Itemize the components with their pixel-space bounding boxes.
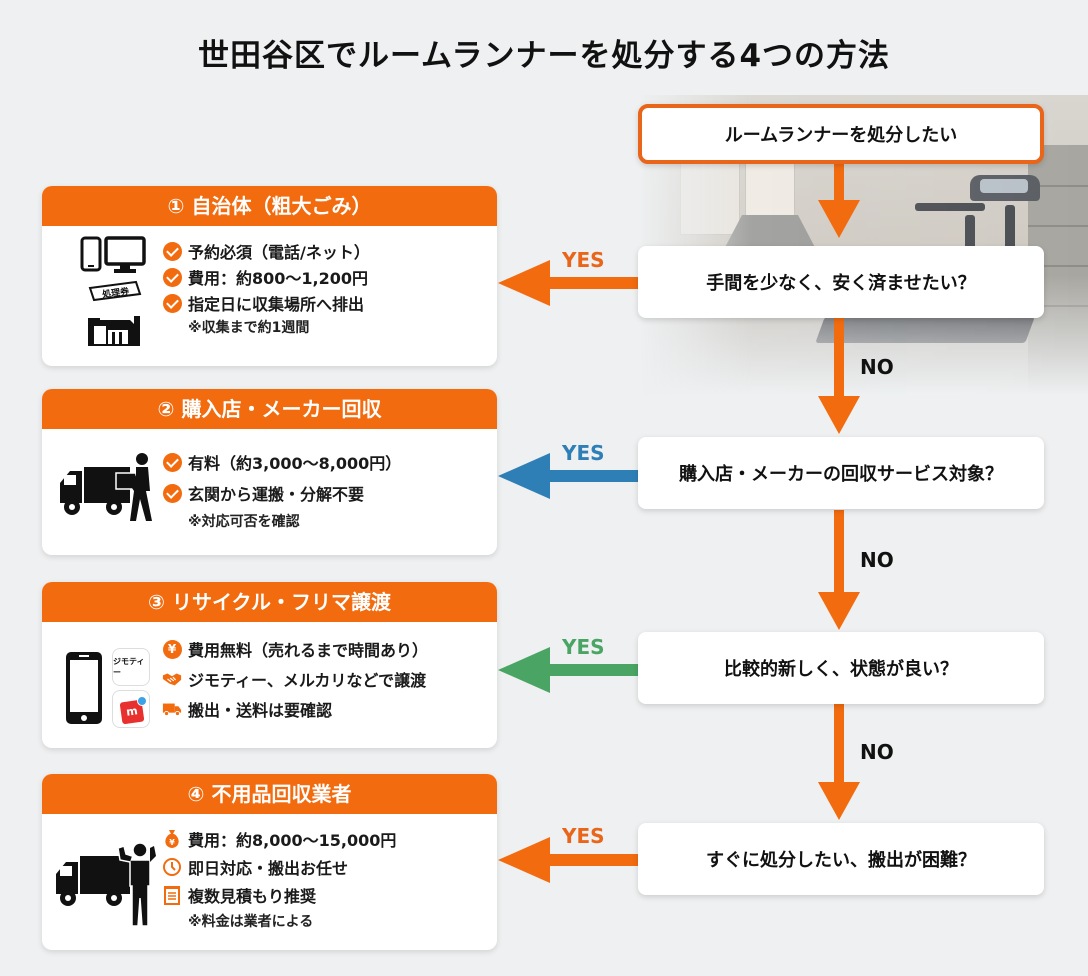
question-text-2: 購入店・メーカーの回収サービス対象？	[679, 464, 1003, 485]
method-items-3: ¥ 費用無料（売れるまで時間あり） ジモティー、メルカリなどで譲渡	[162, 636, 428, 722]
yes-label-1: YES	[562, 248, 605, 272]
question-box-4: すぐに処分したい、搬出が困難？	[638, 823, 1044, 895]
method-item: 複数見積もり推奨	[162, 882, 396, 908]
method-note-2: ※対応可否を確認	[188, 514, 300, 530]
ticket-icon: 処理券	[88, 280, 142, 302]
question-box-3: 比較的新しく、状態が良い？	[638, 632, 1044, 704]
check-icon	[162, 267, 182, 287]
method-item: 予約必須（電話/ネット）	[162, 238, 370, 264]
method-note-4: ※料金は業者による	[188, 914, 314, 930]
item-text: 費用無料（売れるまで時間あり）	[188, 641, 429, 660]
svg-text:¥: ¥	[169, 838, 175, 847]
document-icon	[164, 886, 180, 905]
truck-with-worker-icon	[60, 453, 152, 521]
item-text: ジモティー、メルカリなどで譲渡	[188, 671, 427, 690]
question-text-3: 比較的新しく、状態が良い？	[724, 659, 958, 680]
method-card-1: ① 自治体（粗大ごみ） 処理券 予約必須（電話/ネット） 費用：約800〜1,2…	[42, 186, 497, 366]
method-item: 即日対応・搬出お任せ	[162, 854, 396, 880]
method-item: ¥ 費用：約8,000〜15,000円	[162, 826, 396, 852]
no-label-3: NO	[860, 740, 894, 764]
method-header-2: ② 購入店・メーカー回収	[42, 389, 497, 429]
method-header-3: ③ リサイクル・フリマ譲渡	[42, 582, 497, 622]
handshake-icon	[162, 673, 182, 686]
question-text-1: 手間を少なく、安く済ませたい？	[706, 273, 976, 294]
method-note-1: ※収集まで約1週間	[188, 320, 310, 336]
flow-start-box: ルームランナーを処分したい	[638, 104, 1044, 164]
yes-label-2: YES	[562, 441, 605, 465]
smartphone-monitor-icon	[80, 236, 146, 273]
yen-icon: ¥	[162, 639, 182, 659]
method-item: 搬出・送料は要確認	[162, 696, 428, 722]
method-item: ジモティー、メルカリなどで譲渡	[162, 666, 428, 692]
question-box-2: 購入店・メーカーの回収サービス対象？	[638, 437, 1044, 509]
question-box-1: 手間を少なく、安く済ませたい？	[638, 246, 1044, 318]
arrowhead-q2-q3	[818, 592, 860, 630]
check-icon	[162, 452, 182, 472]
ticket-text: 処理券	[100, 285, 130, 300]
check-icon	[162, 293, 182, 313]
flow-start-text: ルームランナーを処分したい	[724, 125, 958, 146]
method-card-3: ③ リサイクル・フリマ譲渡 ジモティー m ¥ 費用無料（売れるまで時間あり）	[42, 582, 497, 748]
item-text: 費用：約8,000〜15,000円	[188, 831, 397, 850]
method-items-2: 有料（約3,000〜8,000円） 玄関から運搬・分解不要 ※対応可否を確認	[162, 449, 401, 534]
mercari-app-icon: m	[112, 690, 150, 728]
money-bag-icon: ¥	[165, 830, 179, 848]
method-card-2: ② 購入店・メーカー回収 有料（約3,000〜8,000円） 玄関から運搬・分解…	[42, 389, 497, 555]
delivery-truck-icon	[162, 703, 182, 717]
truck-with-strong-worker-icon	[56, 842, 156, 927]
item-text: 費用：約800〜1,200円	[188, 269, 369, 288]
item-text: 即日対応・搬出お任せ	[188, 859, 349, 878]
item-text: 有料（約3,000〜8,000円）	[188, 454, 402, 473]
yes-label-3: YES	[562, 635, 605, 659]
item-text: 予約必須（電話/ネット）	[188, 243, 370, 262]
method-item: 玄関から運搬・分解不要	[162, 480, 401, 506]
method-item: 有料（約3,000〜8,000円）	[162, 449, 401, 475]
check-icon	[162, 241, 182, 261]
connector-q3-q4	[834, 704, 844, 786]
arrowhead-q1-q2	[818, 396, 860, 434]
smartphone-icon	[66, 652, 102, 724]
method-items-4: ¥ 費用：約8,000〜15,000円 即日対応・搬出お任せ	[162, 826, 396, 934]
method-header-4: ④ 不用品回収業者	[42, 774, 497, 814]
arrowhead-q3-q4	[818, 782, 860, 820]
method-card-4: ④ 不用品回収業者 ¥ 費用：約8,000〜15,0	[42, 774, 497, 950]
item-text: 複数見積もり推奨	[188, 887, 317, 906]
item-text: 指定日に収集場所へ排出	[188, 295, 365, 314]
no-label-2: NO	[860, 548, 894, 572]
method-item: ¥ 費用無料（売れるまで時間あり）	[162, 636, 428, 662]
method-header-1: ① 自治体（粗大ごみ）	[42, 186, 497, 226]
jimoty-label: ジモティー	[113, 657, 145, 677]
clock-icon	[163, 858, 181, 876]
method-items-1: 予約必須（電話/ネット） 費用：約800〜1,200円 指定日に収集場所へ排出 …	[162, 238, 370, 340]
item-text: 玄関から運搬・分解不要	[188, 485, 365, 504]
no-label-1: NO	[860, 355, 894, 379]
question-text-4: すぐに処分したい、搬出が困難？	[706, 850, 976, 871]
method-item: 費用：約800〜1,200円	[162, 264, 370, 290]
collection-point-icon	[88, 316, 140, 346]
item-text: 搬出・送料は要確認	[188, 701, 333, 720]
jimoty-app-icon: ジモティー	[112, 648, 150, 686]
check-icon	[162, 483, 182, 503]
connector-q2-q3	[834, 510, 844, 596]
page-title: 世田谷区でルームランナーを処分する4つの方法	[197, 38, 891, 74]
method-item: 指定日に収集場所へ排出	[162, 290, 370, 316]
yes-label-4: YES	[562, 824, 605, 848]
